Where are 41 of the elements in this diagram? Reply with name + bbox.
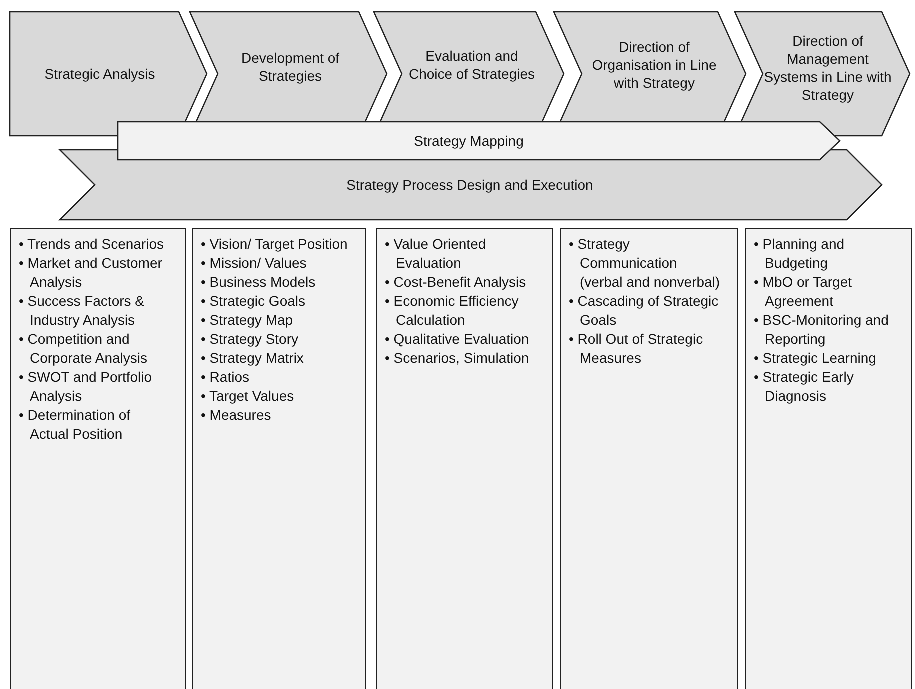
bullet-item: • Strategy Matrix — [201, 349, 305, 368]
step-label: Strategy Process Design and Execution — [346, 176, 594, 194]
bullet-item: • Ratios — [201, 368, 250, 387]
column-box — [745, 228, 912, 689]
bullet-item: • Economic Efficiency Calculation — [385, 292, 520, 330]
bullet-item: • Roll Out of Strategic Measures — [569, 330, 704, 368]
bullet-item: • MbO or Target Agreement — [754, 273, 854, 311]
bullet-item: • Market and Customer Analysis — [19, 254, 164, 292]
column-box — [560, 228, 738, 689]
bullet-item: • Strategy Map — [201, 311, 294, 330]
bullet-item: • Success Factors & Industry Analysis — [19, 292, 146, 330]
step-label: Strategic Analysis — [44, 65, 156, 83]
step-label: Strategy Mapping — [414, 132, 524, 150]
column-box — [376, 228, 553, 689]
bullet-item: • Strategic Goals — [201, 292, 307, 311]
bullet-item: • Measures — [201, 406, 272, 425]
bullet-item: • Value Oriented Evaluation — [385, 235, 488, 273]
bullet-item: • Strategic Early Diagnosis — [754, 368, 855, 406]
bullet-item: • Strategy Communication (verbal and nonverbal) — [569, 235, 722, 292]
bullet-item: • SWOT and Portfolio Analysis — [19, 368, 154, 406]
step-label: Direction of Management Systems in Line with Strategy — [763, 32, 893, 104]
column-box — [192, 228, 366, 689]
bullet-item: • Qualitative Evaluation — [385, 330, 530, 349]
bullet-item: • Competition and Corporate Analysis — [19, 330, 149, 368]
bullet-item: • Strategy Story — [201, 330, 300, 349]
bullet-item: • Mission/ Values — [201, 254, 308, 273]
step-label: Development of Strategies — [240, 49, 341, 85]
bullet-item: • Trends and Scenarios — [19, 235, 165, 254]
bullet-item: • Planning and Budgeting — [754, 235, 846, 273]
step-label: Evaluation and Choice of Strategies — [408, 47, 536, 83]
bullet-item: • Vision/ Target Position — [201, 235, 349, 254]
step-label: Direction of Organisation in Line with Strategy — [591, 38, 718, 92]
bullet-item: • Business Models — [201, 273, 317, 292]
bullet-item: • Scenarios, Simulation — [385, 349, 530, 368]
column-box — [10, 228, 186, 689]
bullet-item: • Target Values — [201, 387, 296, 406]
bullet-item: • Strategic Learning — [754, 349, 878, 368]
bullet-item: • Determination of Actual Position — [19, 406, 132, 444]
bullet-item: • Cascading of Strategic Goals — [569, 292, 720, 330]
bullet-item: • Cost-Benefit Analysis — [385, 273, 528, 292]
bullet-item: • BSC-Monitoring and Reporting — [754, 311, 890, 349]
